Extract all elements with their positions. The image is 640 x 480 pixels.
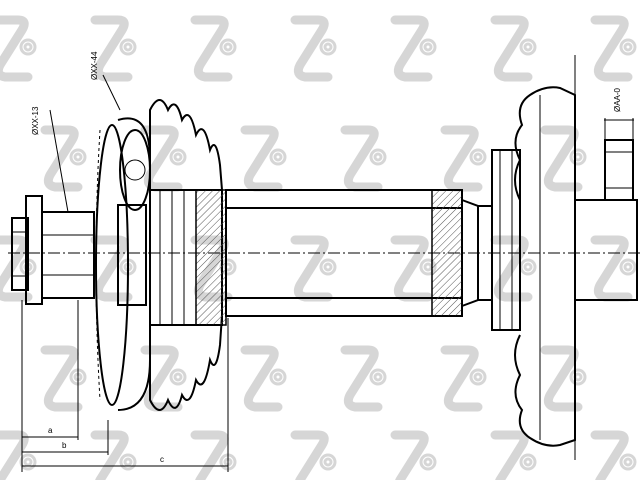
logo-watermark-icon [45,130,85,187]
callout-right-label: ØAA-0 [613,87,622,112]
callout-top: ØXX-44 [90,51,121,111]
logo-watermark-icon [95,20,135,77]
logo-watermark-icon [245,350,285,407]
logo-watermark-icon [595,20,635,77]
main-shaft [225,189,463,317]
logo-watermark-icon [495,240,535,297]
dim-a-label: a [48,426,53,435]
logo-watermark-icon [345,130,385,187]
logo-watermark-icon [345,350,385,407]
logo-watermark-icon [445,130,485,187]
logo-watermark-icon [95,435,135,480]
logo-watermark-icon [395,240,435,297]
logo-watermark-icon [495,435,535,480]
logo-watermark-icon [195,435,235,480]
logo-watermark-icon [445,350,485,407]
callout-left-label: ØXX-13 [31,106,40,135]
right-stub-axle [574,118,638,301]
logo-watermark-icon [295,435,335,480]
logo-watermark-icon [545,130,585,187]
dim-c-label: c [160,455,164,464]
callout-left: ØXX-13 [31,106,69,213]
logo-watermark-icon [295,20,335,77]
logo-watermark-icon [295,240,335,297]
callout-top-label: ØXX-44 [90,51,99,80]
dim-b-label: b [62,441,67,450]
logo-watermark-icon [595,240,635,297]
callout-right: ØAA-0 [604,87,634,121]
logo-watermark-icon [0,435,35,480]
logo-watermark-icon [395,20,435,77]
logo-watermark-icon [395,435,435,480]
dimension-lines: a b c [21,300,229,472]
logo-watermark-icon [245,130,285,187]
logo-watermark-icon [95,240,135,297]
logo-watermark-icon [195,20,235,77]
logo-watermark-icon [495,20,535,77]
logo-watermark-icon [0,240,35,297]
outer-boot [149,99,227,411]
logo-watermark-icon [595,435,635,480]
logo-watermark-icon [45,350,85,407]
logo-watermark-icon [0,20,35,77]
inner-joint [461,149,521,331]
logo-watermark-icon [545,350,585,407]
